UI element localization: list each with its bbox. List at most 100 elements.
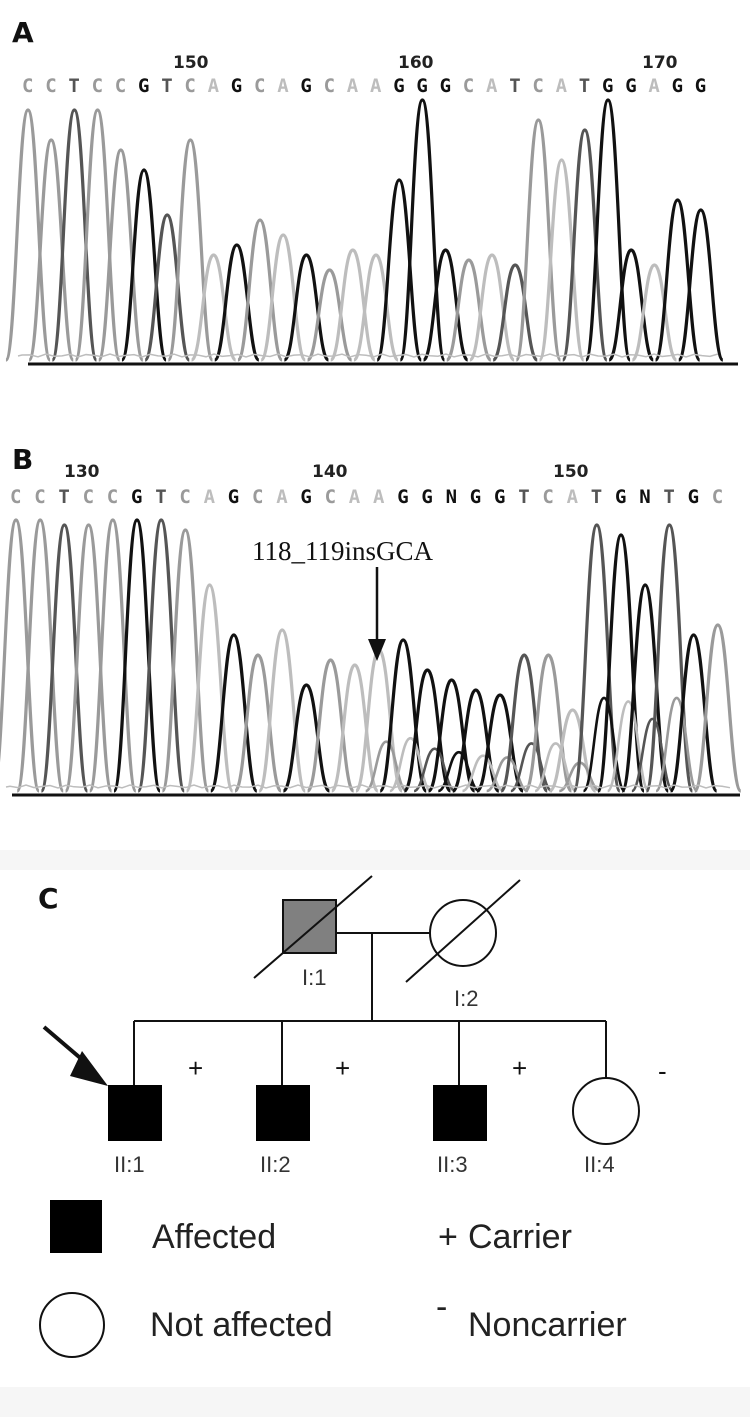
individual-label: II:3 xyxy=(437,1152,468,1177)
base-call: T xyxy=(579,75,590,97)
trace-peak-secondary xyxy=(365,740,408,793)
mutation-arrow-icon xyxy=(368,567,386,661)
deceased-slash xyxy=(405,879,521,983)
trace-peak xyxy=(257,628,307,793)
proband-arrow-icon xyxy=(42,1025,108,1086)
base-call: C xyxy=(325,486,336,508)
trace-peak-secondary xyxy=(534,742,577,793)
legend-noncarrier-sign: - xyxy=(436,1288,447,1326)
trace-peak xyxy=(39,523,89,793)
trace-peak xyxy=(584,98,632,362)
trace-noise xyxy=(5,784,731,789)
base-call: C xyxy=(34,486,45,508)
pedigree: C I:1 I:2 + + + - II:1 II:2 II:3 II:4 xyxy=(38,875,667,1358)
trace-peak xyxy=(398,98,447,362)
base-call: G xyxy=(231,75,242,97)
trace-peak xyxy=(378,638,428,793)
base-call: N xyxy=(446,486,457,508)
legend-carrier-label: Carrier xyxy=(468,1218,572,1256)
trace-peak-secondary xyxy=(606,700,651,793)
trace-peak xyxy=(4,108,52,362)
trace-peak xyxy=(468,253,516,362)
individual-label: II:4 xyxy=(584,1152,615,1177)
position-label: 150 xyxy=(553,462,589,482)
trace-peak xyxy=(677,208,725,362)
trace-peak xyxy=(259,233,307,362)
trace-peak xyxy=(305,268,354,362)
background-strip xyxy=(0,1387,750,1417)
base-call: G xyxy=(470,486,481,508)
base-call: G xyxy=(688,486,699,508)
legend-affected-label: Affected xyxy=(152,1218,276,1256)
base-call: T xyxy=(161,75,172,97)
trace-peak xyxy=(329,248,377,362)
trace-peak xyxy=(0,518,41,793)
trace-peak xyxy=(281,683,331,793)
base-call: C xyxy=(252,486,263,508)
individual-label: I:1 xyxy=(302,965,326,990)
trace-peak xyxy=(330,663,380,793)
trace-peak xyxy=(120,168,168,362)
trace-peaks xyxy=(4,98,725,362)
trace-peak-secondary xyxy=(413,747,456,793)
trace-peak xyxy=(537,158,586,362)
trace-peak-secondary xyxy=(389,736,432,793)
position-label: 170 xyxy=(642,53,678,73)
individual-label: I:2 xyxy=(454,986,478,1011)
panel-c-pedigree: C I:1 I:2 + + + - II:1 II:2 II:3 II:4 xyxy=(0,850,750,1417)
base-call: G xyxy=(393,75,404,97)
legend-not-affected-label: Not affected xyxy=(150,1306,333,1344)
base-call: C xyxy=(22,75,33,97)
trace-peak xyxy=(97,148,145,362)
trace-peak xyxy=(233,653,283,793)
base-call: C xyxy=(324,75,335,97)
trace-peak xyxy=(607,248,655,362)
trace-peak xyxy=(669,633,719,793)
trace-peak xyxy=(166,138,215,362)
base-call: C xyxy=(45,75,56,97)
base-call: C xyxy=(463,75,474,97)
base-call: A xyxy=(349,486,361,508)
trace-peak xyxy=(73,108,122,362)
individual-ii2-symbol xyxy=(256,1085,310,1141)
carrier-sign: + xyxy=(188,1053,203,1083)
panel-b-label: B xyxy=(12,443,33,476)
base-call: A xyxy=(277,75,289,97)
trace-peak xyxy=(112,518,162,793)
individual-label: II:1 xyxy=(114,1152,145,1177)
base-call: T xyxy=(518,486,529,508)
trace-peak xyxy=(572,523,622,793)
trace-peak xyxy=(209,633,259,793)
panel-c-label: C xyxy=(38,882,59,915)
base-call: T xyxy=(509,75,520,97)
trace-peak-secondary xyxy=(461,754,505,793)
base-call: A xyxy=(567,486,579,508)
position-label: 160 xyxy=(398,53,434,73)
legend-carrier-sign: + xyxy=(438,1218,458,1256)
position-label: 140 xyxy=(312,462,348,482)
trace-peak xyxy=(88,518,138,793)
base-call: A xyxy=(276,486,288,508)
base-call: G xyxy=(672,75,683,97)
base-call: A xyxy=(556,75,568,97)
base-call: G xyxy=(397,486,408,508)
trace-peak xyxy=(27,138,75,362)
base-call: G xyxy=(602,75,613,97)
panel-a-label: A xyxy=(12,16,34,49)
trace-peak xyxy=(236,218,284,362)
base-call: C xyxy=(83,486,94,508)
base-call: A xyxy=(370,75,382,97)
trace-peak-secondary xyxy=(510,742,553,793)
trace-peak xyxy=(185,583,235,793)
base-call: T xyxy=(58,486,69,508)
trace-peak xyxy=(514,118,563,362)
carrier-sign: + xyxy=(512,1053,527,1083)
trace-peak xyxy=(445,258,493,362)
trace-peak xyxy=(282,253,331,362)
base-call: G xyxy=(300,75,311,97)
base-call: G xyxy=(138,75,149,97)
carrier-sign: + xyxy=(335,1053,350,1083)
